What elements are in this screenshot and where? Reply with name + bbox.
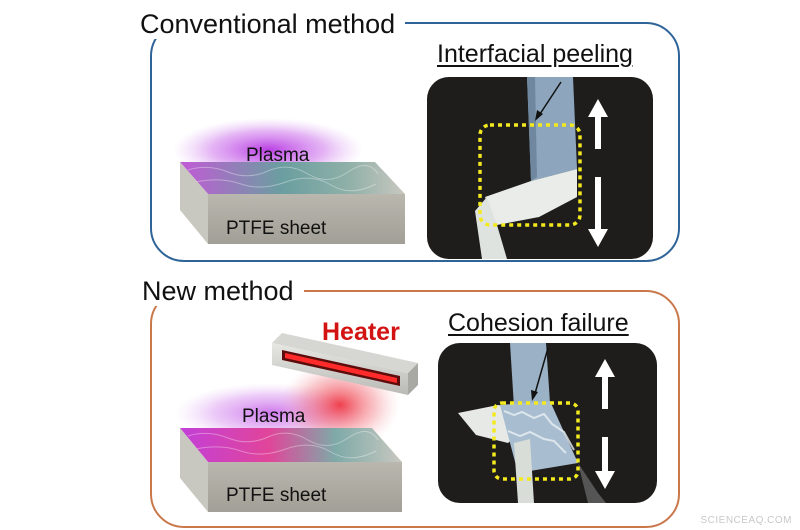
new-method-frame (150, 290, 680, 528)
watermark: SCIENCEAQ.COM (700, 515, 792, 526)
cohesion-failure-title: Cohesion failure (448, 309, 629, 337)
interfacial-peeling-title: Interfacial peeling (437, 40, 633, 68)
conventional-method-frame (150, 22, 680, 262)
heater-label: Heater (322, 318, 400, 346)
plasma-label-conventional: Plasma (246, 145, 310, 166)
interfacial-peeling-photo (427, 77, 653, 259)
heater-element (272, 333, 418, 395)
plasma-label-new: Plasma (242, 406, 306, 427)
cohesion-failure-photo (438, 343, 657, 503)
ptfe-sheet-label-new: PTFE sheet (226, 485, 327, 506)
new-method-heading: New method (132, 276, 304, 306)
ptfe-sheet-conventional (173, 118, 405, 244)
ptfe-sheet-label-conventional: PTFE sheet (226, 218, 327, 239)
conventional-method-heading: Conventional method (130, 9, 406, 39)
